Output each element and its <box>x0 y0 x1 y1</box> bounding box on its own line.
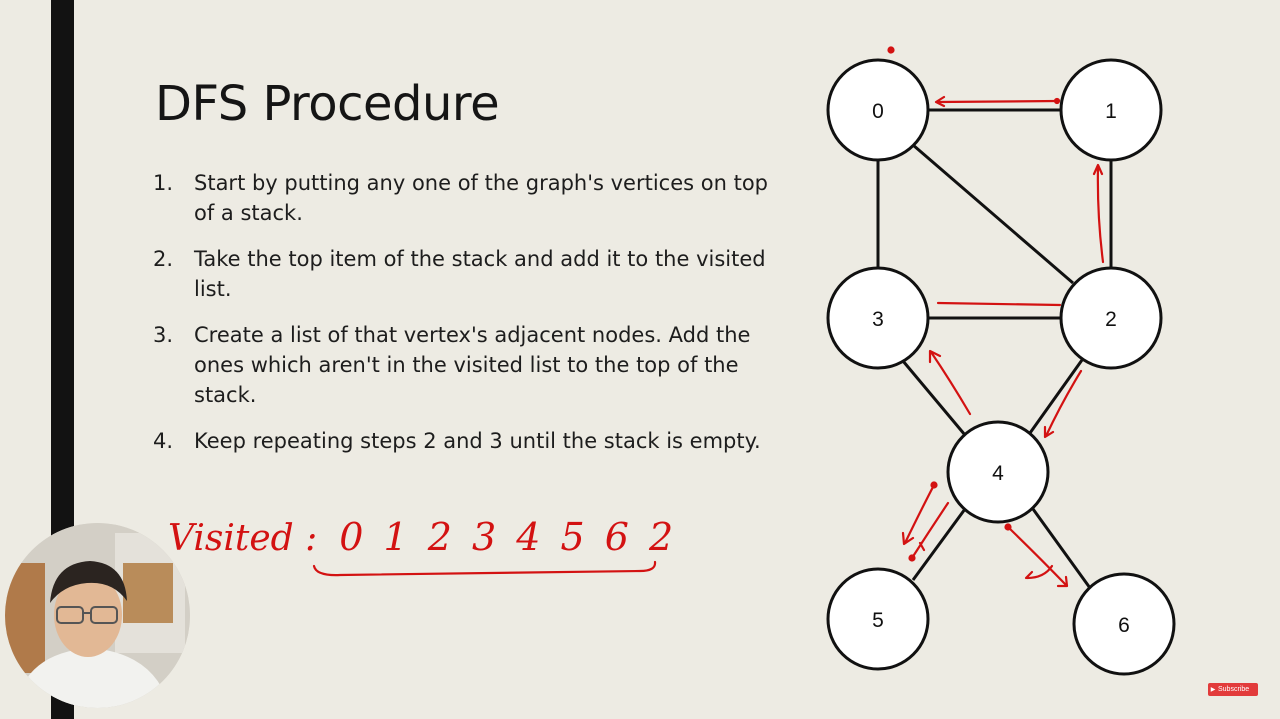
graph-node-5 <box>826 567 930 671</box>
node-label-6: 6 <box>1118 614 1130 637</box>
step-text: Keep repeating steps 2 and 3 until the s… <box>194 429 761 453</box>
step-number: 2. <box>153 247 174 271</box>
step-number: 3. <box>153 323 174 347</box>
step-number: 1. <box>153 171 174 195</box>
node-label-5: 5 <box>872 609 884 632</box>
dfs-step: 1. Start by putting any one of the graph'… <box>153 168 793 228</box>
node-label-3: 3 <box>872 308 884 331</box>
edge-4-6 <box>1031 508 1092 589</box>
edge-4-5 <box>911 508 967 581</box>
arrow-4-to-5-out <box>901 483 936 546</box>
arrow-1-to-0 <box>934 95 1060 108</box>
traversal-annotations <box>887 46 1105 588</box>
start-dot <box>887 46 895 54</box>
subscribe-badge[interactable]: ▶Subscribe <box>1208 683 1258 696</box>
visited-underline <box>312 560 657 577</box>
presenter-webcam <box>5 523 190 708</box>
edge-3-4 <box>901 360 967 436</box>
step-text: Create a list of that vertex's adjacent … <box>194 323 751 407</box>
graph-node-3 <box>826 266 930 370</box>
arrow-4-to-3 <box>928 349 972 416</box>
arrow-5-to-4-back <box>910 501 950 560</box>
graph-node-2 <box>1059 266 1163 370</box>
node-label-2: 2 <box>1105 308 1117 331</box>
arrow-2-to-3 <box>936 301 1062 307</box>
dfs-step: 3. Create a list of that vertex's adjacen… <box>153 320 793 410</box>
visited-sequence: 0 1 2 3 4 5 6 2 <box>339 515 675 559</box>
dfs-steps-list: 1. Start by putting any one of the graph'… <box>153 168 793 472</box>
step-text: Start by putting any one of the graph's … <box>194 171 768 225</box>
step-number: 4. <box>153 429 174 453</box>
node-label-4: 4 <box>992 462 1004 485</box>
slide-title: DFS Procedure <box>155 76 500 132</box>
subscribe-label: Subscribe <box>1218 686 1250 693</box>
node-label-0: 0 <box>872 100 884 123</box>
graph-node-6 <box>1072 572 1176 676</box>
play-icon: ▶ <box>1210 687 1216 693</box>
arrow-6-back <box>1024 564 1054 580</box>
graph-node-4 <box>946 420 1050 524</box>
edge-2-4 <box>1028 359 1084 434</box>
graph-node-1 <box>1059 58 1163 162</box>
edge-0-2 <box>912 143 1074 285</box>
dfs-step: 4. Keep repeating steps 2 and 3 until the… <box>153 426 793 456</box>
arrow-4-to-6 <box>1006 525 1069 588</box>
node-label-1: 1 <box>1105 100 1117 123</box>
visited-label: Visited : <box>168 518 318 559</box>
visited-annotation: Visited : 0 1 2 3 4 5 6 2 <box>168 515 674 559</box>
arrow-2-to-1 <box>1092 163 1105 264</box>
presenter-silhouette-icon <box>5 523 190 708</box>
step-text: Take the top item of the stack and add i… <box>194 247 766 301</box>
dfs-step: 2. Take the top item of the stack and add… <box>153 244 793 304</box>
graph-node-0 <box>826 58 930 162</box>
arrow-2-to-4 <box>1043 369 1083 439</box>
